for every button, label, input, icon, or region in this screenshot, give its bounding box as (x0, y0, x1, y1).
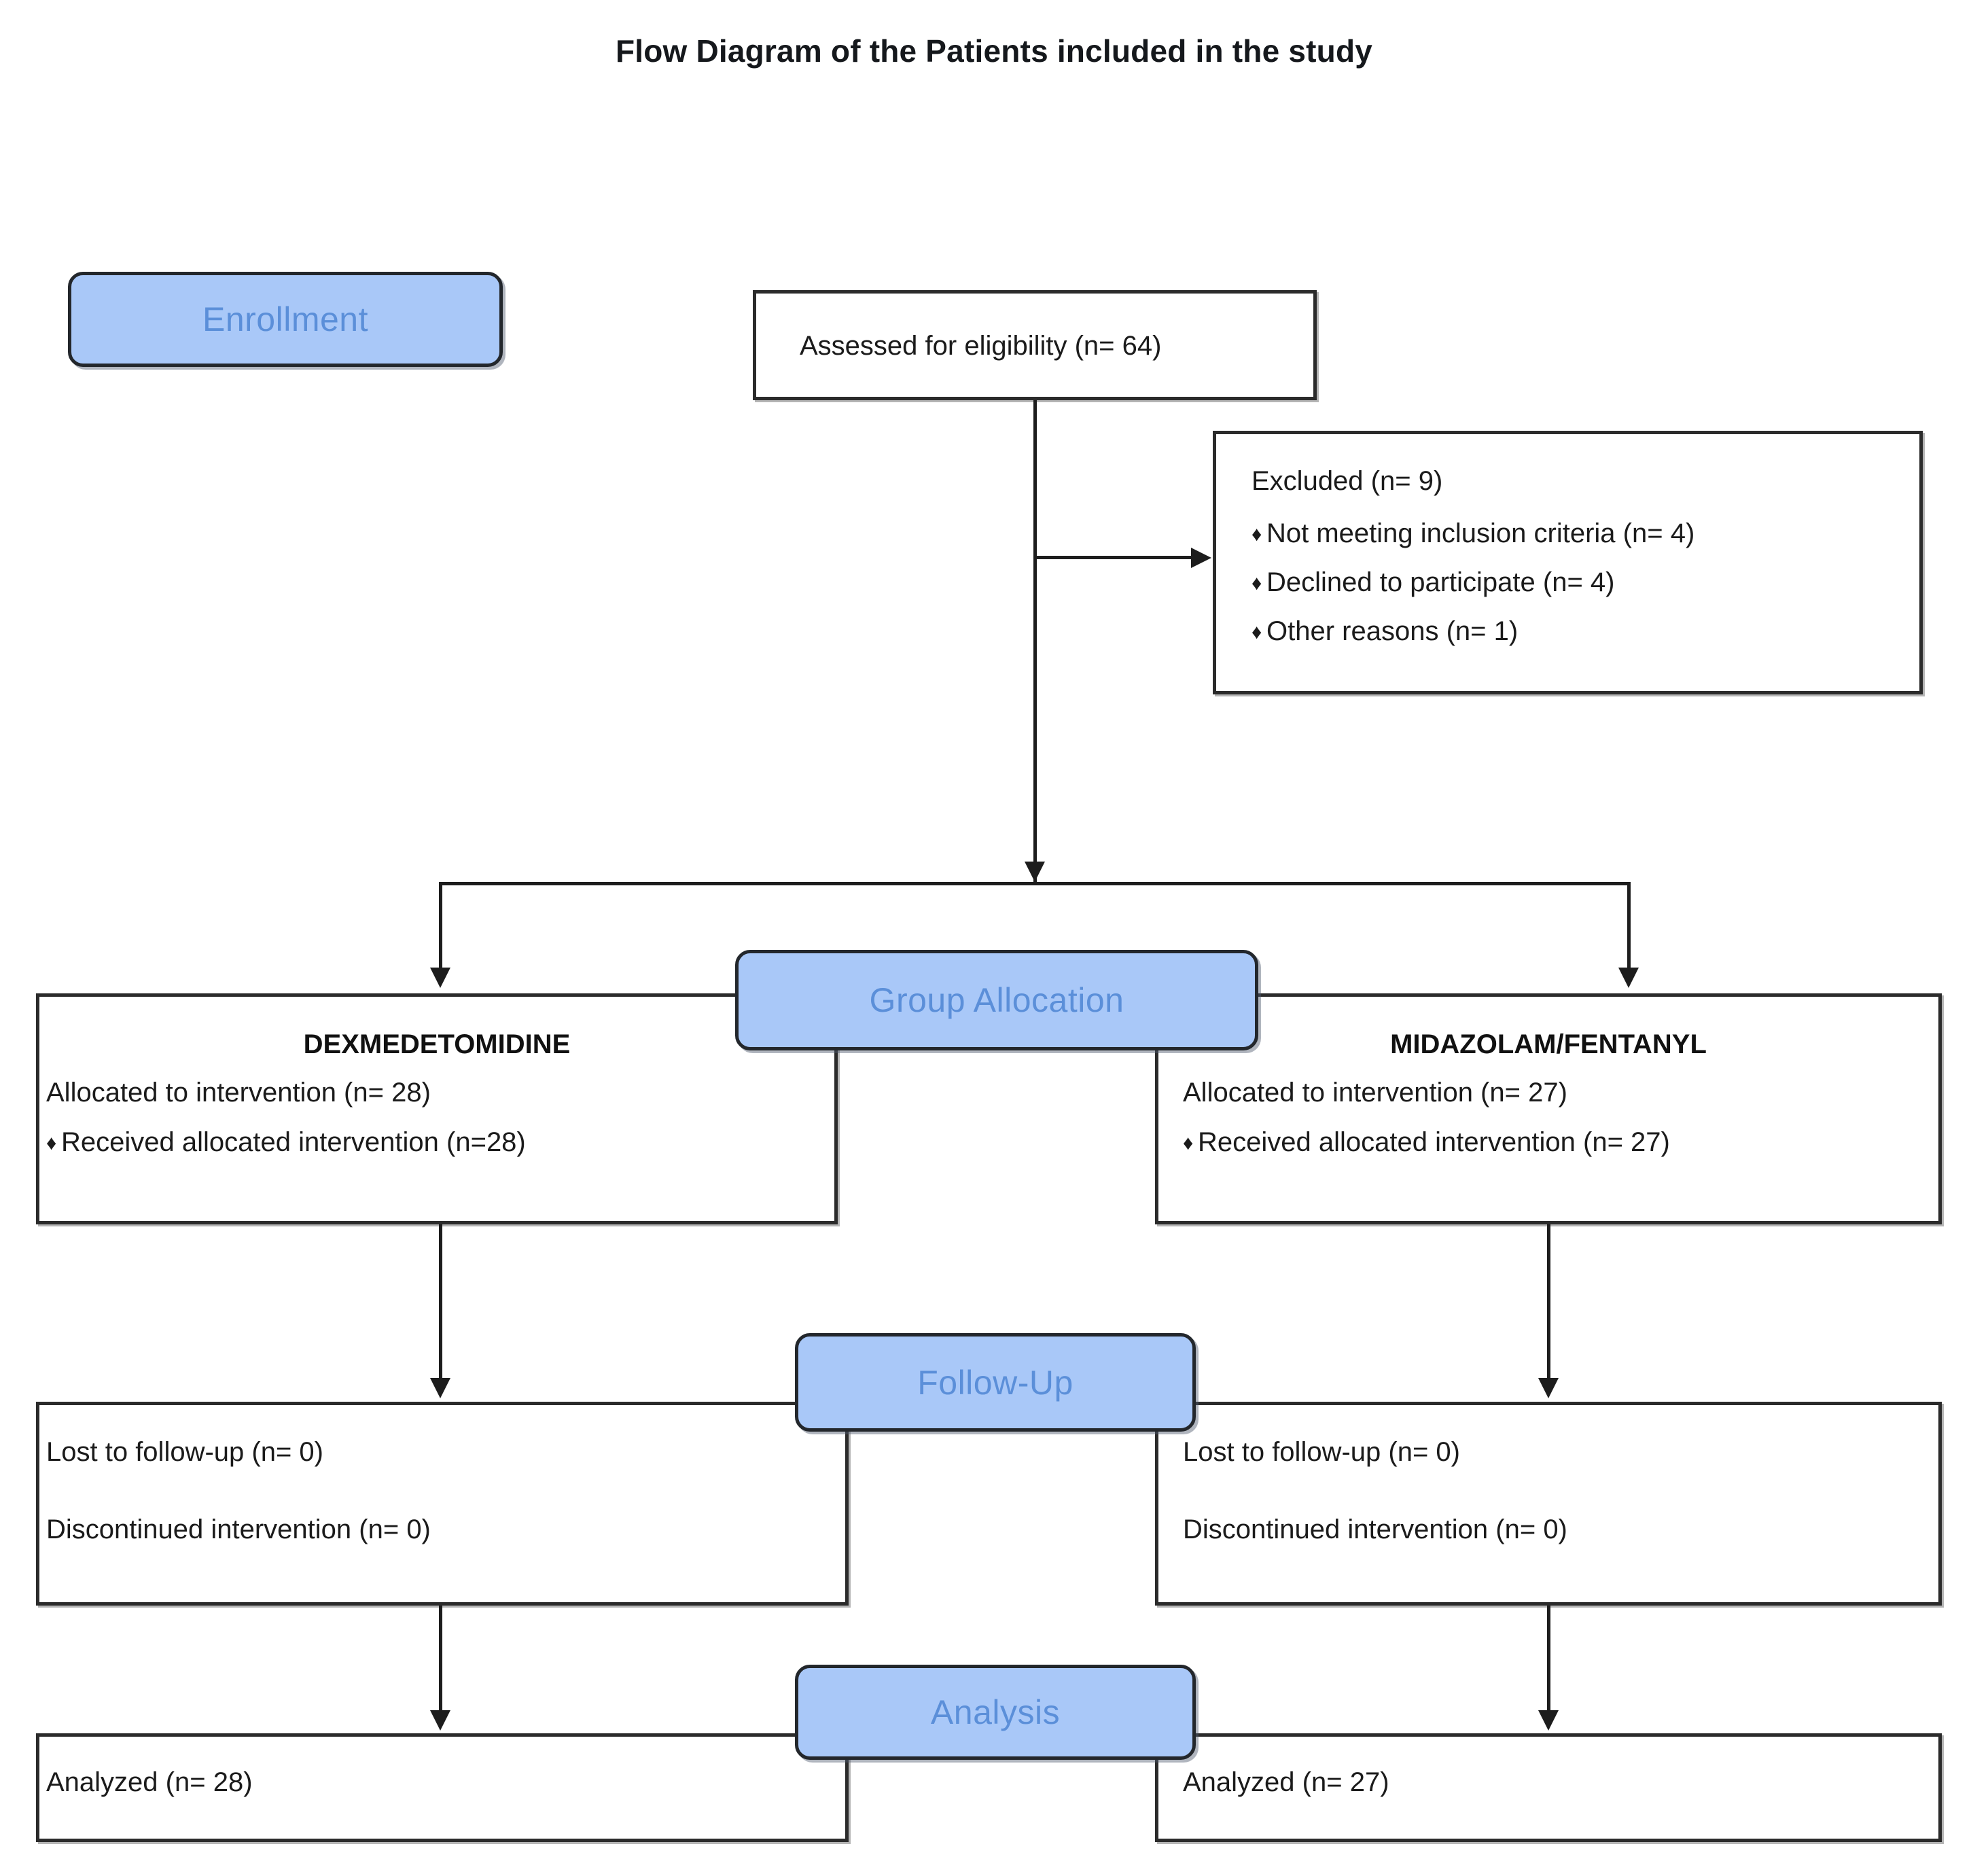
received-text-right: Received allocated intervention (n= 27) (1198, 1127, 1670, 1157)
connector-assessed-trunk (1033, 400, 1037, 884)
lost-followup-text-right: Lost to follow-up (n= 0) (1183, 1437, 1460, 1467)
connector-right-alloc-to-followup (1547, 1224, 1550, 1379)
assessed-eligibility-box: Assessed for eligibility (n= 64) (753, 290, 1317, 400)
arrowhead-left-analysis (430, 1710, 450, 1731)
arrowhead-right-analysis (1538, 1710, 1559, 1731)
analysis-box-right: Analyzed (n= 27) (1155, 1733, 1942, 1842)
followup-box-right: Lost to follow-up (n= 0) Discontinued in… (1155, 1402, 1942, 1606)
arrowhead-right-followup (1538, 1378, 1559, 1398)
arm-name-right: MIDAZOLAM/FENTANYL (1390, 1029, 1707, 1059)
received-item-right: ♦Received allocated intervention (n= 27) (1183, 1127, 1670, 1158)
arrowhead-split-right (1618, 968, 1639, 988)
connector-allocation-split-bar (439, 882, 1631, 885)
excluded-reason-item: ♦Not meeting inclusion criteria (n= 4) (1252, 518, 1694, 549)
analysis-box-left: Analyzed (n= 28) (36, 1733, 849, 1842)
discontinued-text-right: Discontinued intervention (n= 0) (1183, 1515, 1567, 1544)
arrowhead-trunk-to-split (1025, 862, 1045, 882)
connector-split-right (1627, 882, 1631, 969)
stage-label-group-allocation: Group Allocation (869, 981, 1124, 1019)
stage-label-analysis: Analysis (930, 1693, 1061, 1731)
stage-badge-enrollment: Enrollment (68, 272, 503, 367)
connector-right-followup-to-analysis (1547, 1606, 1550, 1712)
received-item-left: ♦Received allocated intervention (n=28) (46, 1127, 526, 1158)
excluded-reason-text: Not meeting inclusion criteria (n= 4) (1266, 518, 1695, 548)
analyzed-text-right: Analyzed (n= 27) (1183, 1767, 1389, 1797)
stage-label-follow-up: Follow-Up (917, 1363, 1073, 1402)
stage-label-enrollment: Enrollment (202, 300, 368, 338)
followup-box-left: Lost to follow-up (n= 0) Discontinued in… (36, 1402, 849, 1606)
bullet-icon: ♦ (1252, 621, 1262, 643)
bullet-icon: ♦ (1252, 572, 1262, 595)
connector-to-excluded (1033, 556, 1194, 559)
excluded-title: Excluded (n= 9) (1252, 466, 1443, 496)
analyzed-text-left: Analyzed (n= 28) (46, 1767, 253, 1797)
connector-left-followup-to-analysis (439, 1606, 442, 1712)
connector-split-left (439, 882, 442, 969)
excluded-reason-item: ♦Declined to participate (n= 4) (1252, 567, 1615, 598)
excluded-reason-item: ♦Other reasons (n= 1) (1252, 616, 1518, 647)
page-title: Flow Diagram of the Patients included in… (615, 33, 1373, 69)
bullet-icon: ♦ (46, 1132, 57, 1154)
stage-badge-analysis: Analysis (795, 1665, 1196, 1760)
bullet-icon: ♦ (1183, 1132, 1194, 1154)
assessed-eligibility-text: Assessed for eligibility (n= 64) (800, 331, 1162, 361)
connector-left-alloc-to-followup (439, 1224, 442, 1379)
excluded-reason-text: Other reasons (n= 1) (1266, 616, 1519, 646)
arrowhead-left-followup (430, 1378, 450, 1398)
stage-badge-group-allocation: Group Allocation (735, 950, 1258, 1050)
excluded-box: Excluded (n= 9) ♦Not meeting inclusion c… (1213, 431, 1923, 694)
bullet-icon: ♦ (1252, 523, 1262, 546)
excluded-reason-text: Declined to participate (n= 4) (1266, 567, 1615, 597)
arrowhead-split-left (430, 968, 450, 988)
allocated-text-right: Allocated to intervention (n= 27) (1183, 1078, 1567, 1108)
received-text-left: Received allocated intervention (n=28) (61, 1127, 526, 1157)
allocated-text-left: Allocated to intervention (n= 28) (46, 1078, 431, 1108)
arm-name-left: DEXMEDETOMIDINE (303, 1029, 571, 1059)
lost-followup-text-left: Lost to follow-up (n= 0) (46, 1437, 323, 1467)
discontinued-text-left: Discontinued intervention (n= 0) (46, 1515, 431, 1544)
arrowhead-to-excluded (1191, 548, 1211, 568)
allocation-box-right: MIDAZOLAM/FENTANYL Allocated to interven… (1155, 993, 1942, 1224)
allocation-box-left: DEXMEDETOMIDINE Allocated to interventio… (36, 993, 838, 1224)
stage-badge-follow-up: Follow-Up (795, 1333, 1196, 1432)
